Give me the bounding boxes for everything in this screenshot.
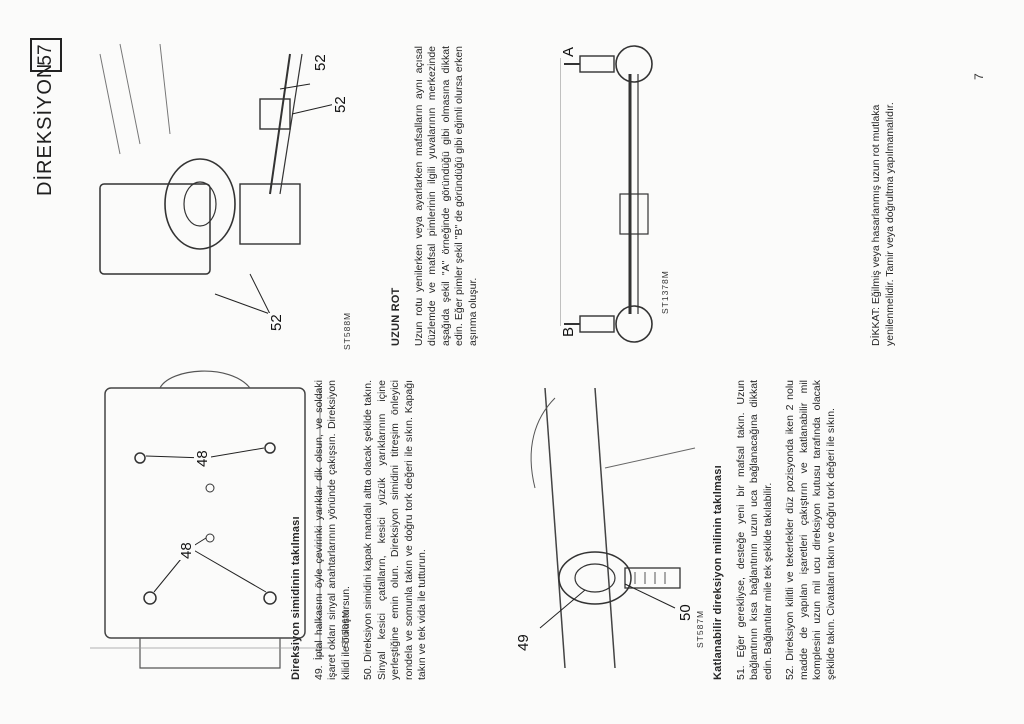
figure-caption-st1378: ST1378M — [660, 270, 670, 314]
figure-st586: 48 48 ST586M — [80, 358, 350, 688]
steering-shaft-closeup-drawing — [530, 387, 696, 669]
section-heading-collapsible-shaft: Katlanabilir direksiyon milinin takılmas… — [712, 465, 724, 680]
chapter-title: DİREKSİYON — [34, 62, 56, 196]
section-heading-tie-rod: UZUN ROT — [390, 287, 402, 346]
figure-st587: 49 50 ST587M — [505, 358, 705, 688]
callout-52-left: 52 — [268, 313, 285, 332]
callout-48-left: 48 — [178, 541, 195, 560]
paragraph-51: 51. Eğer gerekliyse, desteğe yeni bir ma… — [734, 380, 774, 680]
paragraph-49: 49. İptal halkasını öyle çevirinki yarık… — [312, 380, 352, 680]
footer-page-mark: 7 — [972, 73, 986, 80]
figure-st1378: A B ST1378M — [559, 34, 830, 354]
tie-rod-drawing — [559, 45, 653, 343]
figure-st588: 52 52 52 ST588M — [80, 34, 360, 354]
label-A: A — [560, 45, 577, 58]
warning-text: DİKKAT: Eğilmiş veya hasarlanmış uzun ro… — [870, 102, 896, 346]
callout-50: 50 — [677, 603, 694, 622]
page-header: DİREKSİYON 57 — [30, 38, 70, 688]
callout-52-lower: 52 — [332, 95, 349, 114]
page-number-box: 57 — [30, 38, 62, 72]
paragraph-50: 50. Direksiyon simidini kapak mandalı al… — [362, 380, 428, 680]
section-heading-steering-wheel: Direksiyon simidinin takılması — [290, 516, 302, 680]
right-text-column: UZUN ROT Uzun rotu yenilerken veya ayarl… — [390, 46, 489, 346]
callout-48-right: 48 — [194, 449, 211, 468]
paragraph-52: 52. Direksiyon kilitli ve tekerlekler dü… — [784, 380, 837, 680]
steering-column-joint-drawing — [99, 43, 336, 315]
left-text-column: Direksiyon simidinin takılması 49. İptal… — [290, 380, 439, 680]
figure-caption-st588: ST588M — [342, 311, 352, 350]
tie-rod-paragraph: Uzun rotu yenilerken veya ayarlarken maf… — [412, 46, 479, 346]
figure-caption-st587: ST587M — [695, 609, 705, 648]
callout-52-right: 52 — [312, 53, 329, 72]
label-B: B — [560, 325, 577, 338]
warning-note: DİKKAT: Eğilmiş veya hasarlanmış uzun ro… — [870, 46, 897, 346]
left-text-column-lower: Katlanabilir direksiyon milinin takılmas… — [712, 380, 847, 680]
callout-49: 49 — [515, 633, 532, 652]
